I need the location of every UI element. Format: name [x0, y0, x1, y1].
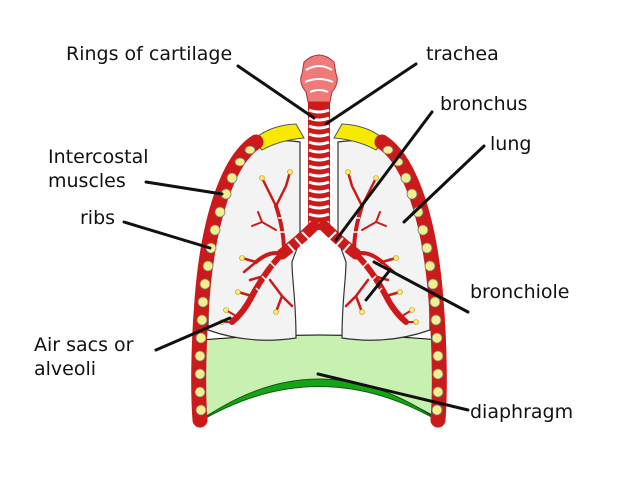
leader-ribs — [122, 220, 212, 250]
label-bronchiole: bronchiole — [470, 281, 570, 303]
left-bronchiole-cartilage — [255, 217, 286, 295]
leader-trachea — [324, 62, 418, 126]
label-trachea: trachea — [426, 43, 499, 65]
right-lung — [337, 140, 431, 341]
label-air-sacs-line2: alveoli — [34, 358, 97, 380]
right-bronchiole-cartilage — [352, 217, 383, 295]
label-diaphragm: diaphragm — [470, 401, 574, 423]
leader-bronchus — [334, 110, 434, 242]
alveoli — [219, 169, 419, 325]
pleural-cavity — [199, 334, 441, 421]
label-air-sacs-line1: Air sacs or — [34, 334, 134, 356]
trachea-cartilage-rings — [308, 108, 330, 226]
left-ribs — [194, 145, 256, 416]
left-collarbone — [252, 123, 305, 151]
leader-rings-of-cartilage — [236, 64, 316, 120]
label-rings-of-cartilage: Rings of cartilage — [66, 43, 233, 65]
leader-intercostal — [144, 180, 224, 196]
leader-air-sacs — [154, 316, 232, 352]
leader-lung — [402, 144, 486, 224]
right-ribs — [382, 145, 444, 416]
leader-diaphragm — [316, 372, 470, 412]
right-collarbone — [333, 123, 386, 151]
left-lung — [207, 140, 301, 341]
larynx — [300, 54, 338, 103]
leader-lines — [122, 62, 486, 412]
label-lung: lung — [490, 133, 532, 155]
leader-bronchiole-2 — [364, 268, 392, 302]
label-intercostal-muscles-line1: Intercostal — [48, 146, 149, 168]
label-bronchus: bronchus — [440, 93, 528, 115]
bronchi-rings — [287, 231, 351, 253]
label-intercostal-muscles-line2: muscles — [48, 170, 126, 192]
label-ribs: ribs — [80, 207, 116, 229]
